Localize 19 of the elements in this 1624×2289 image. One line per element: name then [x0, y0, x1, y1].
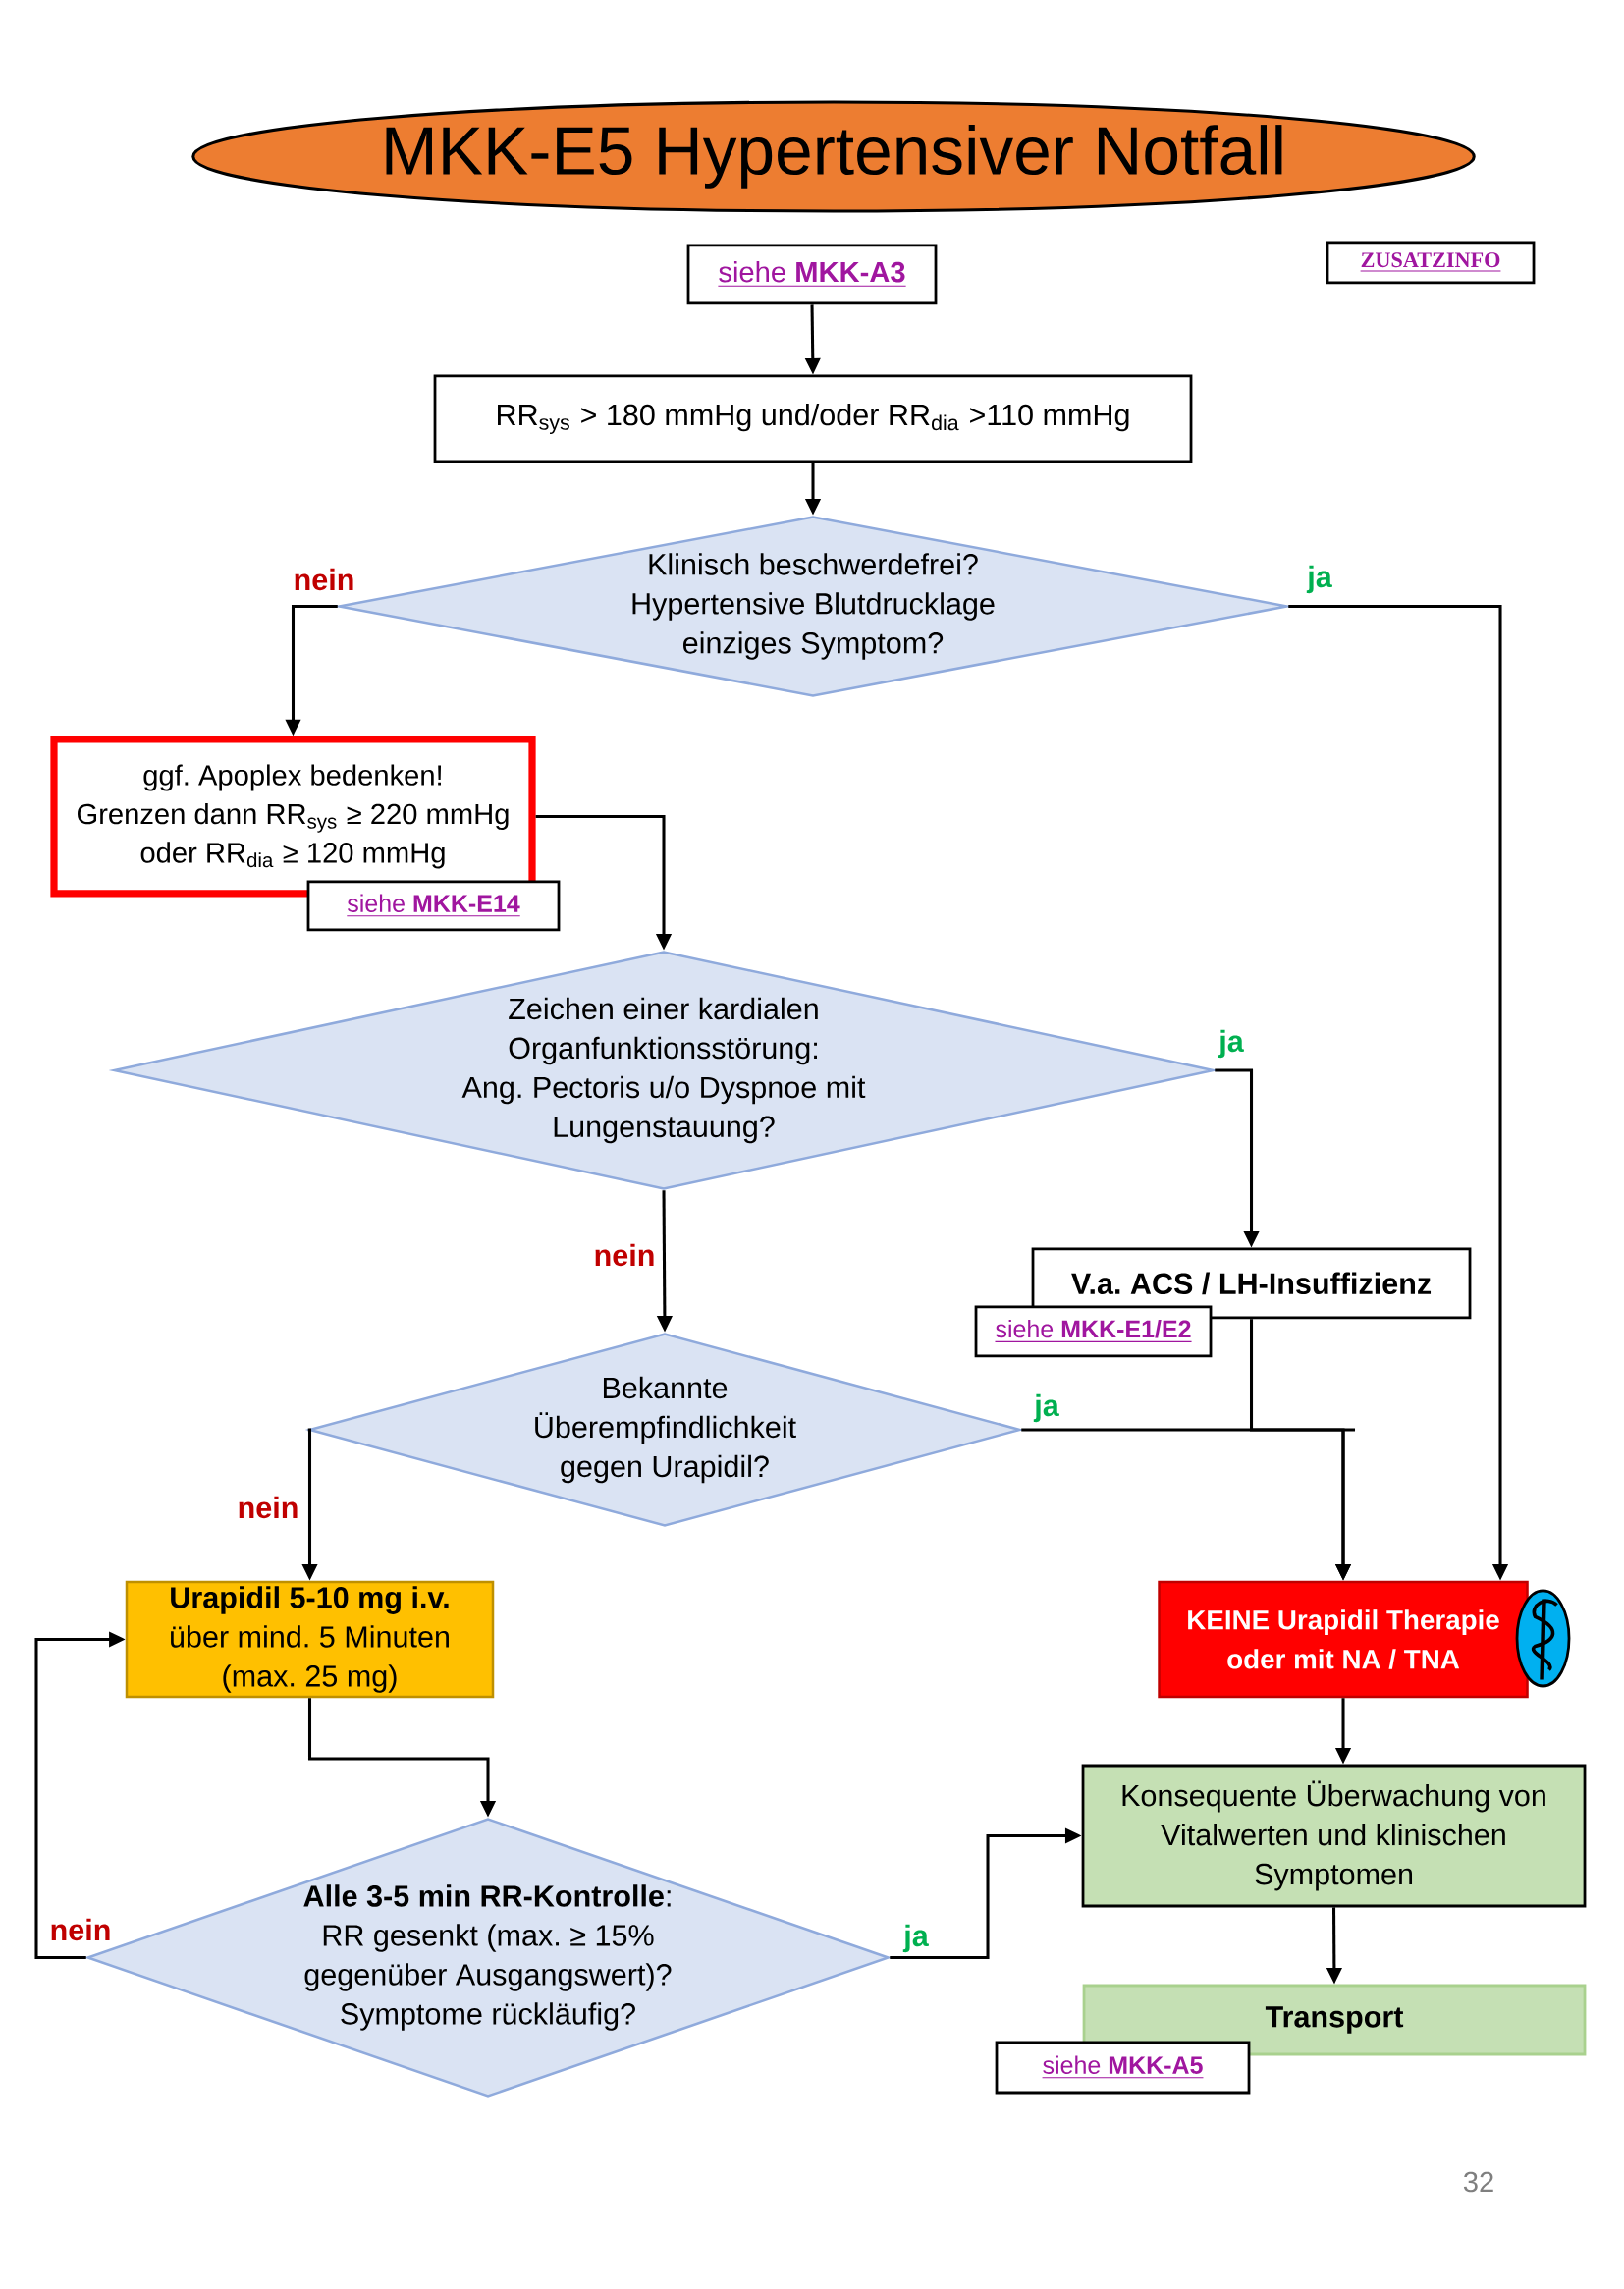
- medication-box: Urapidil 5-10 mg i.v. über mind. 5 Minuten (max. 25 mg): [125, 1580, 495, 1699]
- warning-box: KEINE Urapidil Therapie oder mit NA / TNA: [1158, 1580, 1529, 1699]
- edge-label: nein: [590, 1241, 659, 1269]
- reference-box: siehe MKK-E1/E2: [974, 1305, 1213, 1358]
- title: MKK-E5 Hypertensiver Notfall: [191, 100, 1476, 213]
- edge-label: nein: [290, 565, 358, 593]
- process-box: Konsequente Überwachung von Vitalwerten und klinischen Symptomen: [1081, 1764, 1587, 1908]
- reference-box: siehe MKK-E14: [306, 880, 561, 932]
- edge-label: ja: [900, 1921, 932, 1955]
- process-box: Transport: [1082, 1984, 1587, 2056]
- reference-box: ZUSATZINFO: [1326, 241, 1536, 285]
- process-box: RR$_{sys}$ > 180 mmHg und/oder RR$_{dia}$ >110 mmHg: [433, 374, 1193, 463]
- edge-label: ja: [1216, 1026, 1247, 1061]
- page-number: 32: [1463, 2171, 1493, 2193]
- reference-box: siehe MKK-A5: [995, 2041, 1251, 2095]
- edge-label: nein: [234, 1494, 302, 1521]
- edge-label: ja: [1304, 562, 1335, 596]
- reference-box: siehe MKK-A3: [686, 244, 938, 305]
- edge-label: ja: [1031, 1390, 1062, 1425]
